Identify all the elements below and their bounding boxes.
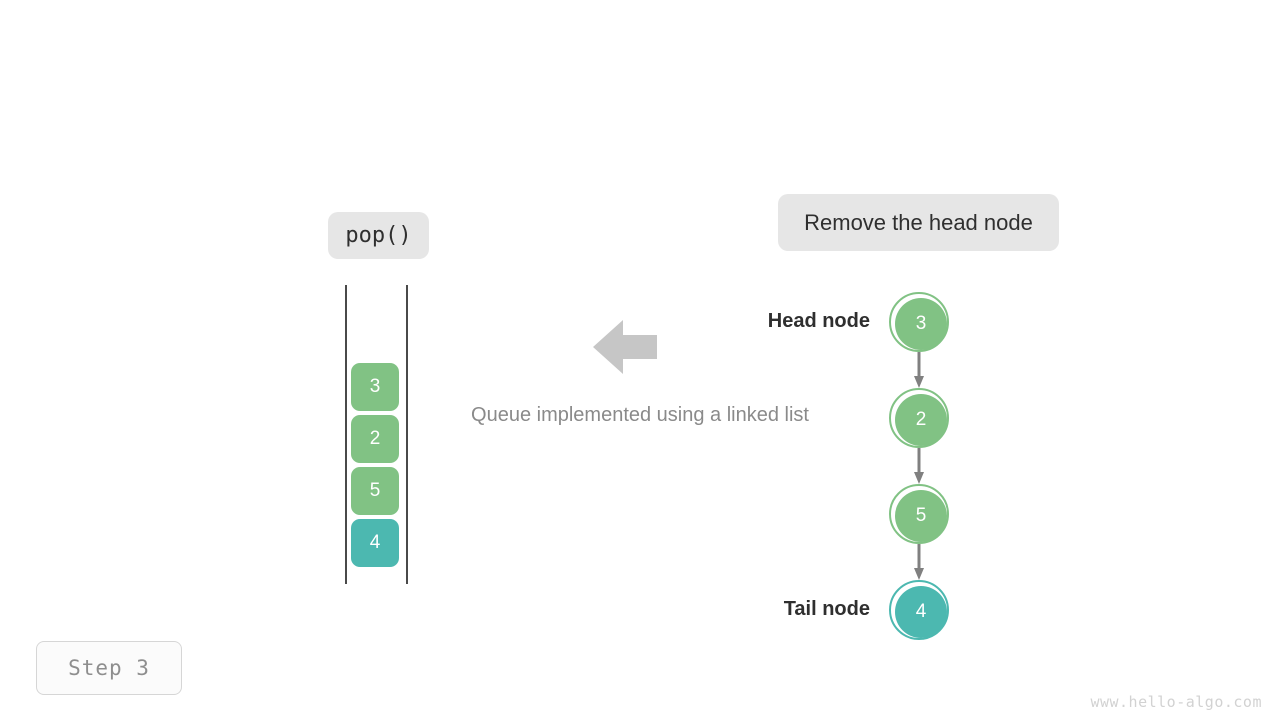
queue-cell: 5 (351, 467, 399, 515)
linked-list-container: 3 2 5 4 (889, 292, 949, 640)
queue-cell-list: 3 2 5 4 (351, 363, 399, 567)
watermark: www.hello-algo.com (1090, 693, 1262, 711)
node-value: 2 (895, 394, 947, 446)
caption-text: Queue implemented using a linked list (471, 404, 809, 426)
linked-list-node: 4 (889, 580, 949, 640)
arrow-left-icon (593, 318, 657, 376)
arrow-down-icon (914, 544, 924, 580)
operation-pill: pop() (328, 212, 429, 259)
node-value: 5 (895, 490, 947, 542)
queue-cell: 4 (351, 519, 399, 567)
linked-list-node: 2 (889, 388, 949, 448)
step-badge: Step 3 (36, 641, 182, 695)
queue-cell: 3 (351, 363, 399, 411)
action-description-pill: Remove the head node (778, 194, 1059, 251)
head-node-label: Head node (767, 310, 870, 332)
queue-container: 3 2 5 4 (345, 285, 409, 584)
node-value: 3 (895, 298, 947, 350)
linked-list-node: 3 (889, 292, 949, 352)
queue-rail-left (345, 285, 347, 584)
arrow-down-icon (914, 352, 924, 388)
queue-cell: 2 (351, 415, 399, 463)
tail-node-label: Tail node (783, 598, 870, 620)
queue-rail-right (406, 285, 408, 584)
node-value: 4 (895, 586, 947, 638)
arrow-down-icon (914, 448, 924, 484)
linked-list-node: 5 (889, 484, 949, 544)
